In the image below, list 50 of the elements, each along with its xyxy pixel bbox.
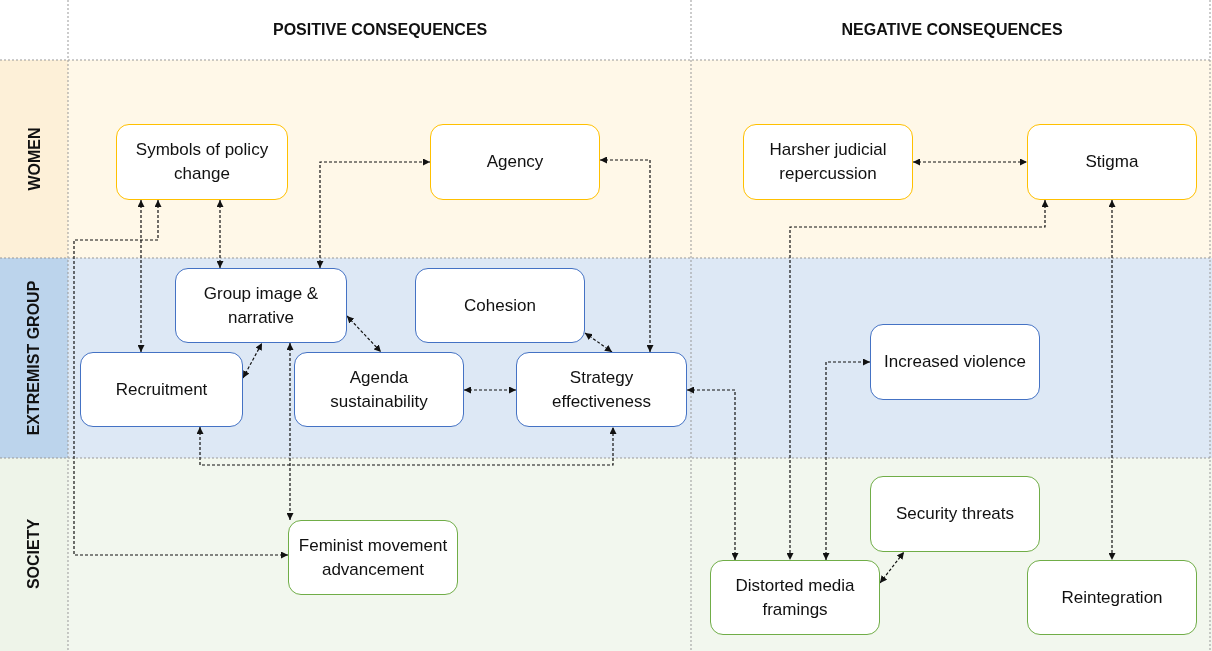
rounded-box [743,124,913,200]
column-title: NEGATIVE CONSEQUENCES [841,21,1063,39]
box-label: Distorted media framings [734,574,856,621]
lane-title: WOMEN [25,127,44,191]
rounded-box [516,352,687,427]
rounded-box [430,124,600,200]
column-title: POSITIVE CONSEQUENCES [273,21,488,39]
box-label: Increased violence [884,351,1026,374]
connector-arrow [286,342,294,521]
box-label: Cohesion [464,294,536,317]
connector-arrow [463,386,517,394]
connector-arrow [216,199,224,269]
connector-arrow [584,332,613,353]
rounded-box [870,324,1040,400]
rounded-box [415,268,585,343]
connector-arrow [786,199,1049,561]
connector-arrow [346,315,382,353]
connector-arrow [196,426,617,466]
box-label: Symbols of policy change [134,139,270,185]
box-label: Reintegration [1061,586,1163,609]
rounded-box [294,352,464,427]
box-label: Agenda sustainability [329,366,429,413]
box-label: Recruitment [115,378,208,401]
connector-arrow [1108,199,1116,561]
rounded-box [1027,560,1197,635]
rounded-box [870,476,1040,552]
rounded-box [1027,124,1197,200]
connector-arrow [137,199,145,353]
rounded-box [175,268,347,343]
connector-arrow [912,158,1028,166]
box-label: Feminist movement advancement [297,534,449,581]
connector-arrow [242,342,263,379]
box-label: Security threats [895,503,1015,526]
connector-arrow [822,358,871,561]
box-label: Stigma [1085,151,1139,174]
rounded-box [710,560,880,635]
box-label: Harsher judicial repercussion [768,139,888,185]
connector-arrow [73,199,289,559]
box-label: Strategy effectiveness [551,366,652,413]
connector-arrow [686,386,739,561]
rounded-box [288,520,458,595]
box-label: Group image & narrative [202,282,320,329]
box-label: Agency [486,151,544,174]
rounded-box [116,124,288,200]
lane-title: SOCIETY [25,518,44,590]
lane-title: EXTREMIST GROUP [24,280,43,436]
connector-arrow [879,551,905,584]
rounded-box [80,352,243,427]
connector-arrow [316,158,431,269]
connector-arrow [599,156,654,353]
